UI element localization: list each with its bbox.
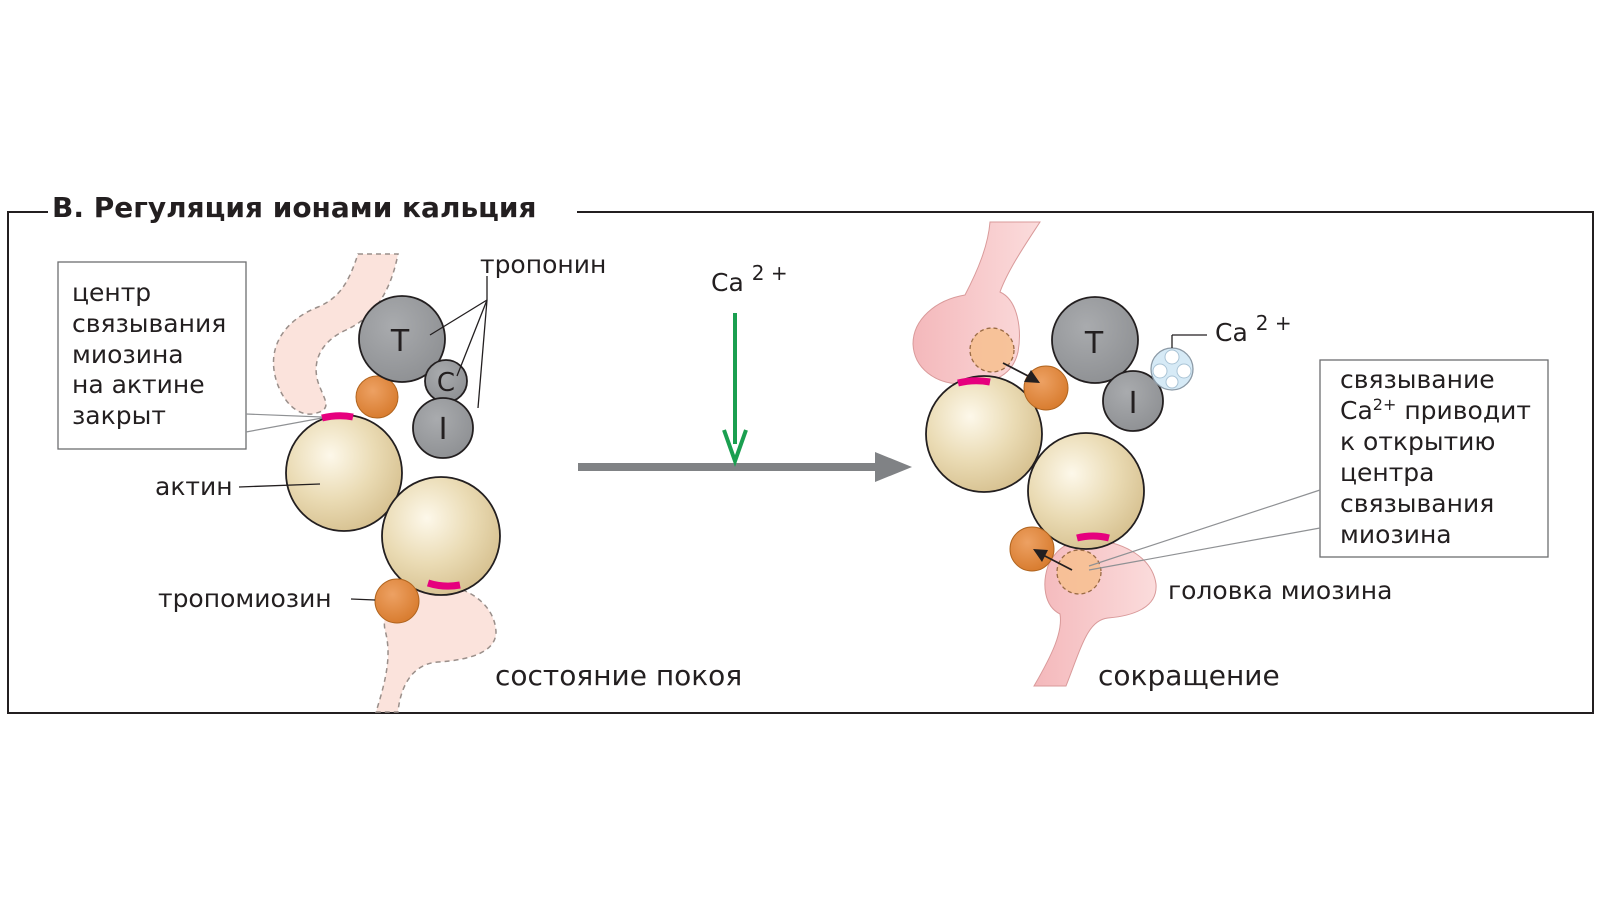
actin-label: актин xyxy=(155,472,233,501)
resting-state-panel: T C I тропонин центр связывания миозина … xyxy=(57,250,742,713)
binding-site-1 xyxy=(321,412,354,422)
calcium-label-center: Ca 2 + xyxy=(711,261,788,297)
callout-closed-site xyxy=(57,261,247,450)
tropomyosin-old-position-upper xyxy=(969,327,1015,373)
troponin-t-label-right: T xyxy=(1084,326,1104,361)
troponin-t-left xyxy=(358,295,446,383)
callout-closed-site-pointer xyxy=(245,413,323,433)
actin-leader-line xyxy=(238,483,321,488)
contraction-panel: T I Ca 2 + связывание Ca2+ приводит к от… xyxy=(912,221,1549,692)
tropomyosin-4 xyxy=(1009,526,1055,572)
troponin-t-right xyxy=(1051,296,1139,384)
section-title: B. Регуляция ионами кальция xyxy=(52,191,537,224)
myosin-head-label: головка миозина xyxy=(1168,576,1392,605)
panel-frame xyxy=(7,211,1594,714)
callout-open-site xyxy=(1319,359,1549,558)
calcium-label-right: Ca 2 + xyxy=(1215,311,1292,347)
contraction-caption: сокращение xyxy=(1098,659,1280,692)
actin-monomer-4 xyxy=(1027,432,1145,550)
binding-site-3 xyxy=(957,377,991,387)
calcium-arrow-head xyxy=(722,429,748,467)
resting-state-caption: состояние покоя xyxy=(495,659,742,692)
troponin-c-calcium-bound xyxy=(1150,347,1194,391)
troponin-t-label-left: T xyxy=(390,324,410,359)
binding-site-4 xyxy=(1076,532,1110,542)
tropomyosin-shift-arrows xyxy=(1002,362,1073,571)
callout-open-site-pointer xyxy=(1088,489,1321,571)
troponin-i-left xyxy=(412,397,474,459)
binding-site-2 xyxy=(426,579,461,590)
troponin-i-label-left: I xyxy=(439,412,448,447)
troponin-label: тропонин xyxy=(480,250,606,279)
tropomyosin-2 xyxy=(374,578,420,624)
tropomyosin-old-position-lower xyxy=(1056,549,1102,595)
actin-monomer-1 xyxy=(285,414,403,532)
tropomyosin-1 xyxy=(355,375,399,419)
troponin-i-label-right: I xyxy=(1129,386,1138,421)
main-arrow-head xyxy=(875,452,912,482)
troponin-leader-lines xyxy=(429,276,488,409)
myosin-head-upper-rest xyxy=(272,253,399,415)
tropomyosin-leader-line xyxy=(350,598,376,601)
troponin-i-right xyxy=(1102,370,1164,432)
actin-monomer-2 xyxy=(381,476,501,596)
actin-monomer-3 xyxy=(925,375,1043,493)
callout-open-site-text: связывание Ca2+ приводит к открытию цент… xyxy=(1340,365,1539,549)
callout-closed-site-text: центр связывания миозина на актине закры… xyxy=(72,278,234,430)
troponin-c-label-left: C xyxy=(437,368,455,398)
transition-arrows: Ca 2 + xyxy=(578,261,912,482)
tropomyosin-label: тропомиозин xyxy=(158,584,332,613)
